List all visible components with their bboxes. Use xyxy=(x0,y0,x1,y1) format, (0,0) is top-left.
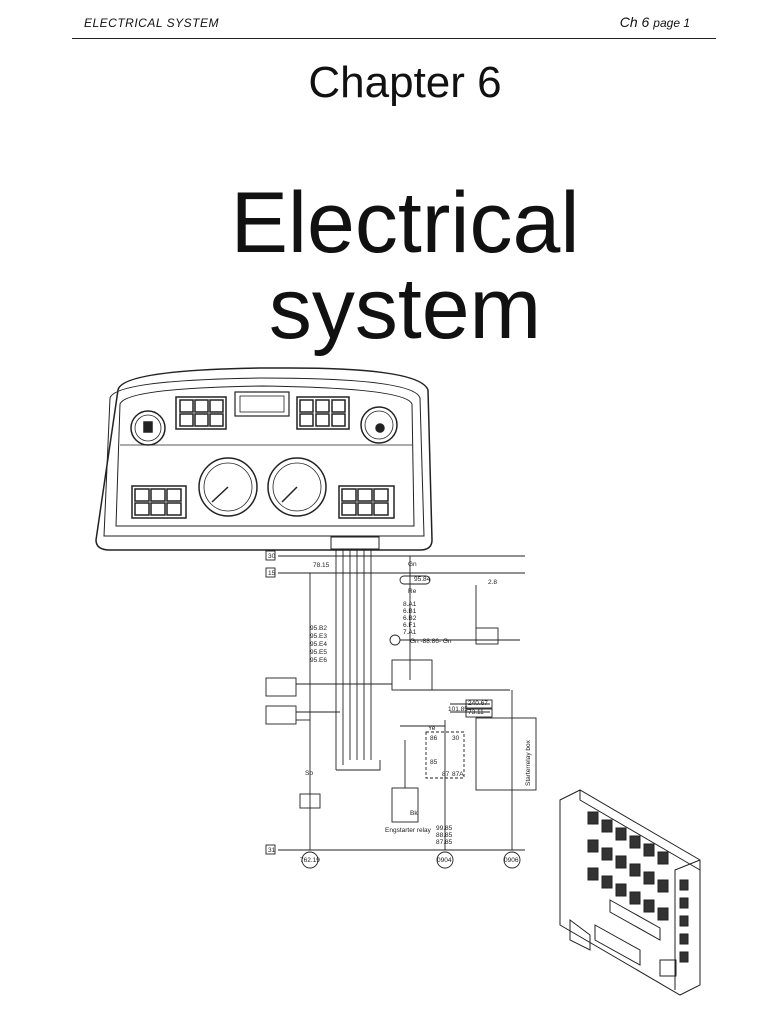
code-bottom-0: 99.85 xyxy=(436,825,453,832)
code-top-2: 101.85 xyxy=(448,706,468,713)
code-left-1: 95.E3 xyxy=(310,633,327,640)
wire-sb: Sb xyxy=(305,770,313,777)
wiring-labels: 30 15 31 78.15 95.84 2.8 Gn Re Bk Ye Sb … xyxy=(268,553,532,864)
relay-pin-87a: 87A xyxy=(452,771,464,778)
code-bottom-2: 87.85 xyxy=(436,839,453,846)
terminal-31-label: 31 xyxy=(268,847,276,854)
document-title: Electrical system xyxy=(0,180,768,352)
title-line-2: system xyxy=(268,261,542,357)
relay-pin-30: 30 xyxy=(452,735,460,742)
code-top-0: 240.67 xyxy=(468,700,488,707)
code-left-0: 95.B2 xyxy=(310,625,327,632)
bottom-node-0: 762.19 xyxy=(300,857,320,864)
bottom-node-2: 0906 xyxy=(504,857,519,864)
wire-ye: Ye xyxy=(428,725,436,732)
code-left-2: 95.E4 xyxy=(310,641,327,648)
terminal-30-label: 30 xyxy=(268,553,276,560)
chapter-ref: Ch 6 xyxy=(619,14,650,30)
code-mid-0: 8.A1 xyxy=(403,601,417,608)
code-mid-4: 7.A1 xyxy=(403,629,417,636)
terminal-15-label: 15 xyxy=(268,570,276,577)
section-title: ELECTRICAL SYSTEM xyxy=(84,16,219,30)
instrument-panel xyxy=(95,367,433,551)
node-7815: 78.15 xyxy=(313,562,330,569)
fuse-box-illustration xyxy=(559,789,701,996)
node-2b: 2.8 xyxy=(488,579,497,586)
wire-bk: Bk xyxy=(410,810,418,817)
code-bottom-1: 88.85 xyxy=(436,832,453,839)
starter-box-label: Starterrelay box xyxy=(525,739,532,786)
node-9584: 95.84 xyxy=(414,576,431,583)
wire-re: Re xyxy=(408,588,417,595)
title-line-1: Electrical xyxy=(230,175,580,271)
chapter-heading: Chapter 6 xyxy=(308,58,502,107)
code-mid-1: 6.B1 xyxy=(403,608,417,615)
code-mid-3: 6.F1 xyxy=(403,622,416,629)
relay-pin-85: 85 xyxy=(430,759,438,766)
code-left-4: 95.E6 xyxy=(310,657,327,664)
code-top-1: 73.11 xyxy=(468,709,484,716)
wire-gn: Gn xyxy=(408,561,417,568)
engine-relay-label: Engstarter relay xyxy=(385,827,432,834)
relay-pin-86: 86 xyxy=(430,735,438,742)
bottom-node-1: 0904 xyxy=(437,857,452,864)
relay-pin-87: 87 xyxy=(442,771,450,778)
wire-chain: Gn -88.86- Gn xyxy=(410,638,452,645)
code-mid-2: 6.B2 xyxy=(403,615,417,622)
code-left-3: 95.E5 xyxy=(310,649,327,656)
wiring-diagram xyxy=(265,549,537,869)
page-ref: page 1 xyxy=(653,16,690,30)
